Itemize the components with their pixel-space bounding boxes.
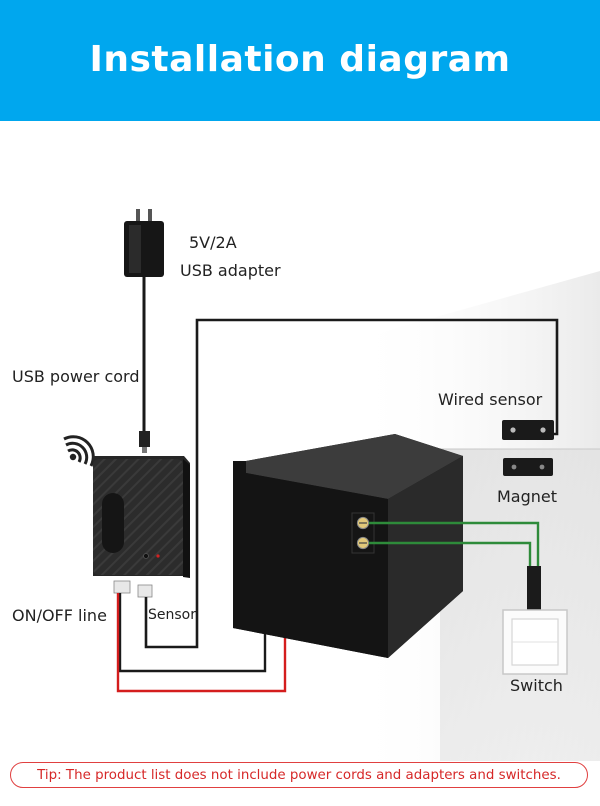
- adapter-rating-label: 5V/2A: [189, 233, 237, 252]
- wired-sensor: [502, 420, 554, 440]
- wifi-icon: [63, 435, 95, 467]
- page-title: Installation diagram: [89, 39, 511, 80]
- header-banner: Installation diagram: [0, 0, 600, 121]
- tip-text: Tip: The product list does not include p…: [37, 767, 561, 783]
- smart-controller: [93, 456, 190, 598]
- sensor-wire: [144, 318, 559, 649]
- wall-switch: [502, 609, 568, 675]
- switch-wire-1: [369, 521, 540, 569]
- magnet: [503, 458, 553, 476]
- adapter-name-label: USB adapter: [180, 261, 281, 280]
- on-off-connector: [113, 580, 131, 594]
- diagram-canvas: [63, 209, 600, 761]
- tip-box: Tip: The product list does not include p…: [10, 762, 588, 788]
- on-off-line-label: ON/OFF line: [12, 606, 107, 625]
- garage-door-opener: [233, 434, 463, 658]
- power-cord-label: USB power cord: [12, 367, 140, 386]
- installation-diagram: 5V/2A USB adapter USB power cord Wired s…: [0, 121, 600, 761]
- switch-label: Switch: [510, 676, 563, 695]
- usb-adapter: [124, 209, 164, 277]
- background-shading: [350, 271, 600, 761]
- micro-usb-plug: [139, 431, 150, 447]
- sensor-connector: [137, 584, 153, 598]
- switch-wire-2: [369, 541, 532, 569]
- sensor-label: Sensor: [148, 607, 196, 623]
- magnet-label: Magnet: [497, 487, 558, 506]
- wired-sensor-label: Wired sensor: [438, 390, 543, 409]
- switch-cable: [527, 566, 541, 612]
